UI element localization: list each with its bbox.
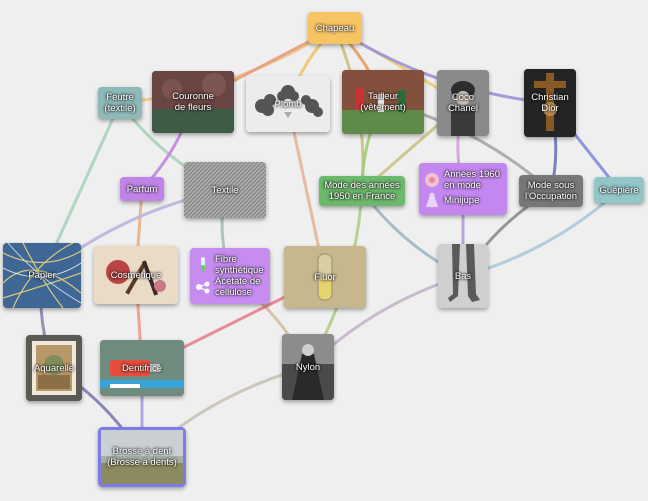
node-aquarelle-label: Aquarelle bbox=[33, 362, 75, 374]
node-dior-label: Christian Dior bbox=[531, 92, 569, 114]
node-mode1950[interactable]: Mode des années 1950 en France bbox=[319, 176, 405, 206]
node-chapeau-label: Chapeau bbox=[315, 22, 355, 34]
node-brosse[interactable]: Brosse à dent (Brosse à dents) bbox=[98, 427, 186, 487]
dress-icon bbox=[426, 193, 438, 207]
toothpaste-icon bbox=[100, 340, 184, 396]
fibre-label-2: Acétate de cellulose bbox=[215, 276, 261, 298]
node-dentifrice-label: Dentifrice bbox=[121, 362, 163, 374]
node-annees1960[interactable]: Années 1960 en mode Minijupe bbox=[419, 163, 507, 215]
meadow-photo-icon bbox=[152, 71, 234, 133]
lead-metal-icon bbox=[246, 76, 330, 132]
node-coco-label: Coco Chanel bbox=[447, 92, 479, 114]
node-textile[interactable]: Textile bbox=[184, 162, 266, 218]
watercolor-painting-icon bbox=[26, 335, 82, 401]
football-players-photo-icon bbox=[342, 70, 424, 134]
node-nylon-label: Nylon bbox=[295, 361, 321, 373]
node-parfum-label: Parfum bbox=[126, 183, 158, 195]
node-fluor-label: Fluor bbox=[314, 271, 336, 283]
node-papier-label: Papier bbox=[28, 270, 56, 281]
node-plomb-label: Plomb bbox=[274, 98, 302, 110]
node-chapeau[interactable]: Chapeau bbox=[308, 12, 362, 44]
node-textile-label: Textile bbox=[211, 184, 239, 196]
annees1960-row-2: Minijupe bbox=[423, 191, 479, 209]
node-feutre-label: Feutre (textile) bbox=[104, 92, 136, 114]
node-couronne-label: Couronne de fleurs bbox=[172, 91, 214, 113]
node-mode1950-label: Mode des années 1950 en France bbox=[324, 180, 400, 202]
node-cosmetique-label: Cosmétique bbox=[110, 269, 162, 281]
christian-dior-portrait-icon bbox=[524, 69, 576, 137]
node-modeoccupation[interactable]: Mode sous l'Occupation bbox=[519, 175, 583, 207]
fluorine-vial-icon bbox=[284, 246, 366, 308]
fibre-row-2: Acétate de cellulose bbox=[194, 276, 260, 298]
node-aquarelle[interactable]: Aquarelle bbox=[26, 335, 82, 401]
fibre-label-1: Fibre synthétique bbox=[215, 254, 264, 276]
node-bas[interactable]: Bas bbox=[438, 244, 488, 308]
node-fibre[interactable]: Fibre synthétique Acétate de cellulose bbox=[190, 248, 270, 304]
annees1960-label-2: Minijupe bbox=[444, 194, 480, 206]
node-guepiere-label: Guêpière bbox=[599, 184, 639, 196]
node-couronne[interactable]: Couronne de fleurs bbox=[152, 71, 234, 133]
portrait-photo-icon bbox=[437, 70, 489, 136]
node-nylon[interactable]: Nylon bbox=[282, 334, 334, 400]
nylon-photo-icon bbox=[282, 334, 334, 400]
node-bas-label: Bas bbox=[454, 270, 472, 282]
node-brosse-label: Brosse à dent (Brosse à dents) bbox=[107, 446, 177, 468]
toothbrush-field-photo-icon bbox=[98, 427, 186, 487]
node-guepiere[interactable]: Guêpière bbox=[594, 177, 644, 203]
molecule-icon bbox=[196, 281, 210, 294]
node-tailleur-label: Tailleur (vêtement) bbox=[360, 91, 406, 113]
makeup-brushes-icon bbox=[94, 246, 178, 304]
flower-icon bbox=[425, 173, 439, 187]
fabric-texture-icon bbox=[184, 162, 266, 218]
node-dior[interactable]: Christian Dior bbox=[524, 69, 576, 137]
node-coco[interactable]: Coco Chanel bbox=[437, 70, 489, 136]
node-plomb[interactable]: Plomb bbox=[246, 76, 330, 132]
node-dentifrice[interactable]: Dentifrice bbox=[100, 340, 184, 396]
node-modeoccupation-label: Mode sous l'Occupation bbox=[525, 180, 577, 202]
node-fluor[interactable]: Fluor bbox=[284, 246, 366, 308]
stockings-legs-icon bbox=[438, 244, 488, 308]
paper-fibers-icon bbox=[3, 243, 81, 308]
test-tube-icon bbox=[201, 257, 205, 271]
node-feutre[interactable]: Feutre (textile) bbox=[98, 87, 142, 119]
annees1960-label-1: Années 1960 en mode bbox=[444, 169, 500, 191]
annees1960-row-1: Années 1960 en mode bbox=[423, 169, 500, 191]
fibre-row-1: Fibre synthétique bbox=[194, 254, 264, 276]
node-papier[interactable]: Papier bbox=[3, 243, 81, 308]
node-cosmetique[interactable]: Cosmétique bbox=[94, 246, 178, 304]
node-tailleur[interactable]: Tailleur (vêtement) bbox=[342, 70, 424, 134]
node-parfum[interactable]: Parfum bbox=[120, 177, 164, 201]
